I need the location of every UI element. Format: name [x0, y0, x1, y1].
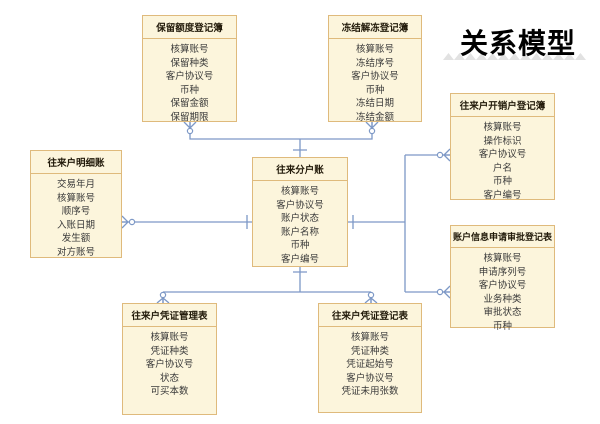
- entity-account-info-approval-register: 账户信息申请审批登记表 核算账号 申请序列号 客户协议号 业务种类 审批状态 币…: [450, 225, 555, 332]
- entity-fields: 交易年月 核算账号 顺序号 入账日期 发生额 对方账号: [31, 174, 121, 259]
- crowfoot-voucher-register: [364, 297, 378, 304]
- entity-field: 核算账号: [483, 253, 522, 264]
- entity-field: 审批状态: [483, 307, 522, 318]
- entity-field: 客户编号: [280, 253, 319, 265]
- entity-field: 客户协议号: [351, 71, 399, 82]
- entity-field: 保留金额: [170, 98, 209, 109]
- entity-title: 账户信息申请审批登记表: [451, 226, 554, 248]
- entity-account-open-close-register: 往来户开销户登记簿 核算账号 操作标识 客户协议号 户名 币种 客户编号: [450, 93, 555, 202]
- connector-top-bus: [189, 122, 373, 140]
- entity-field: 币种: [365, 84, 385, 96]
- entity-field: 业务种类: [483, 293, 522, 305]
- entity-title: 往来户明细账: [31, 151, 121, 174]
- entity-fields: 核算账号 客户协议号 账户状态 账户名称 币种 客户编号: [253, 181, 347, 266]
- entity-voucher-management-table: 往来户凭证管理表 核算账号 凭证种类 客户协议号 状态 可买本数: [122, 303, 217, 415]
- entity-field: 币种: [290, 240, 310, 251]
- entity-title: 保留额度登记簿: [143, 16, 236, 39]
- entity-field: 核算账号: [170, 44, 209, 55]
- entity-fields: 核算账号 凭证种类 凭证起始号 客户协议号 凭证未用张数: [319, 327, 421, 399]
- entity-field: 客户协议号: [276, 199, 324, 211]
- entity-field: 客户协议号: [145, 359, 194, 370]
- entity-reserved-quota-register: 保留额度登记簿 核算账号 保留种类 客户协议号 币种 保留金额 保留期限: [142, 15, 237, 124]
- entity-field: 户名: [492, 162, 512, 174]
- entity-field: 核算账号: [280, 186, 319, 197]
- entity-title: 往来分户账: [253, 158, 347, 181]
- entity-field: 可买本数: [150, 386, 189, 397]
- entity-field: 账户状态: [280, 213, 319, 224]
- connector-bottom-tee: [162, 267, 372, 303]
- entity-field: 保留种类: [170, 57, 209, 69]
- page-title: 关系模型: [460, 27, 577, 60]
- entity-field: 核算账号: [350, 332, 389, 343]
- entity-field: 冻结金额: [355, 111, 394, 123]
- entity-field: 状态: [159, 372, 179, 384]
- entity-field: 申请序列号: [478, 266, 527, 278]
- entity-field: 客户协议号: [478, 280, 527, 291]
- entity-field: 账户名称: [280, 226, 319, 238]
- entity-field: 交易年月: [56, 179, 95, 190]
- entity-fields: 核算账号 保留种类 客户协议号 币种 保留金额 保留期限: [143, 39, 236, 124]
- entity-fields: 核算账号 申请序列号 客户协议号 业务种类 审批状态 币种: [451, 248, 554, 333]
- entity-current-account-detail-ledger: 往来户明细账 交易年月 核算账号 顺序号 入账日期 发生额 对方账号: [30, 150, 122, 258]
- cardinality-one-ticks: [246, 149, 354, 273]
- entity-field: 币种: [492, 176, 512, 187]
- entity-current-account-sub-ledger: 往来分户账 核算账号 客户协议号 账户状态 账户名称 币种 客户编号: [252, 157, 348, 267]
- entity-field: 发生额: [61, 233, 91, 244]
- entity-title: 往来户凭证管理表: [123, 304, 216, 327]
- entity-field: 冻结序号: [355, 57, 394, 69]
- crowfoot-approval: [443, 285, 451, 299]
- entity-title: 冻结解冻登记簿: [329, 16, 421, 39]
- entity-field: 核算账号: [483, 122, 522, 133]
- entity-field: 核算账号: [56, 192, 95, 204]
- entity-field: 客户协议号: [165, 71, 214, 82]
- entity-field: 对方账号: [56, 246, 95, 258]
- crowfoot-reserved-quota: [183, 121, 197, 129]
- entity-field: 凭证起始号: [346, 359, 394, 370]
- crowfoot-detail-ledger: [121, 215, 129, 229]
- title-zigzag-underline: [443, 53, 586, 60]
- entity-field: 币种: [179, 84, 199, 96]
- entity-field: 操作标识: [483, 135, 522, 147]
- crowfoot-open-close: [443, 148, 451, 162]
- entity-field: 入账日期: [56, 219, 95, 231]
- crowfoot-freeze-unfreeze: [365, 121, 379, 129]
- entity-title: 往来户开销户登记簿: [451, 94, 554, 117]
- entity-field: 凭证种类: [150, 345, 189, 357]
- entity-field: 币种: [492, 320, 512, 332]
- entity-field: 凭证未用张数: [341, 386, 399, 397]
- connector-right-tee: [348, 154, 450, 293]
- entity-field: 核算账号: [355, 44, 394, 55]
- entity-freeze-unfreeze-register: 冻结解冻登记簿 核算账号 冻结序号 客户协议号 币种 冻结日期 冻结金额: [328, 15, 422, 124]
- entity-field: 保留期限: [170, 111, 209, 123]
- entity-fields: 核算账号 冻结序号 客户协议号 币种 冻结日期 冻结金额: [329, 39, 421, 124]
- crowfoot-voucher-mgmt: [156, 297, 170, 304]
- entity-title: 往来户凭证登记表: [319, 304, 421, 327]
- entity-field: 顺序号: [61, 206, 91, 217]
- entity-field: 客户协议号: [346, 372, 394, 384]
- entity-field: 冻结日期: [355, 98, 394, 109]
- entity-field: 凭证种类: [350, 345, 389, 357]
- entity-field: 客户编号: [483, 189, 522, 201]
- entity-voucher-register-table: 往来户凭证登记表 核算账号 凭证种类 凭证起始号 客户协议号 凭证未用张数: [318, 303, 422, 413]
- entity-field: 核算账号: [150, 332, 189, 343]
- entity-fields: 核算账号 操作标识 客户协议号 户名 币种 客户编号: [451, 117, 554, 202]
- entity-fields: 核算账号 凭证种类 客户协议号 状态 可买本数: [123, 327, 216, 399]
- connector-lines: [121, 121, 451, 304]
- cardinality-zero-circles: [128, 127, 444, 299]
- entity-field: 客户协议号: [478, 149, 527, 160]
